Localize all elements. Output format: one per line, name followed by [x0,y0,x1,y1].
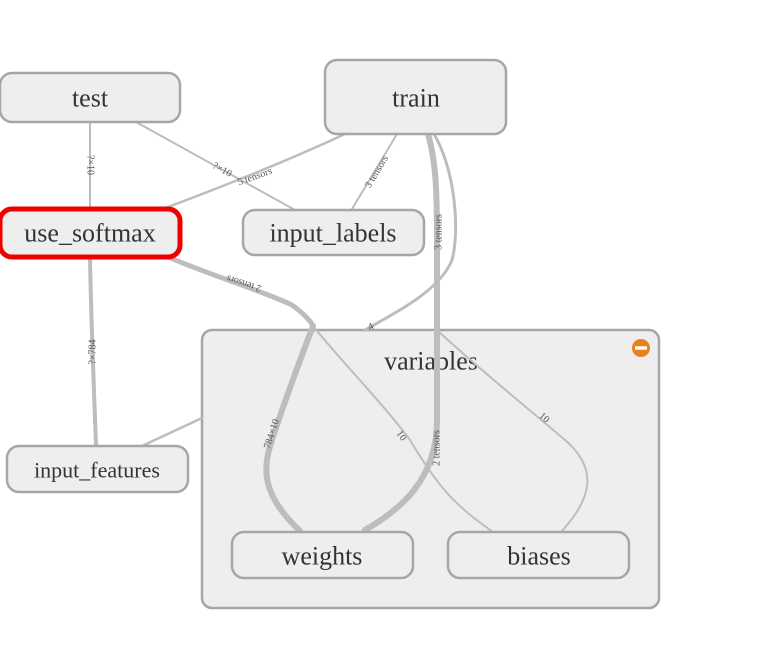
edge-variables-weights [263,323,316,534]
node-use-softmax-box[interactable] [0,206,183,260]
node-input-features-box[interactable] [5,444,190,494]
node-test-box[interactable] [0,71,182,124]
edge-use-softmax-input-features [88,255,98,447]
node-input-labels[interactable]: input_labels [241,208,426,257]
edge-label-train-variables: 3 tensors [434,214,445,250]
edge-train-weights [362,131,441,533]
collapse-icon[interactable] [632,339,650,357]
node-biases[interactable]: biases [446,530,631,580]
edge-train-variables [363,132,458,332]
edge-label-test-use-softmax: ?×10 [85,155,96,175]
edge-label-use-softmax-input-features: ?×784 [88,339,99,364]
node-use-softmax[interactable]: use_softmax [0,206,183,260]
edge-label-train-variables-marker: 4 [366,321,376,333]
edge-label-use-softmax-variables: 2 tensors [225,272,263,294]
edges [88,121,589,534]
edge-train-use-softmax [166,132,347,209]
node-weights-box[interactable] [230,530,415,580]
edge-label-train-use-softmax: 5 tensors [236,166,274,189]
node-input-features[interactable]: input_features [5,444,190,494]
node-biases-box[interactable] [446,530,631,580]
edge-test-input-labels [135,121,296,211]
edge-train-input-labels [351,133,398,210]
edge-label-train-input-labels: 3 tensors [363,154,391,190]
edge-variables-biases-a [312,325,494,533]
node-test[interactable]: test [0,71,182,124]
edge-variables-input-features [140,416,204,448]
node-train[interactable]: train [323,58,508,136]
edge-use-softmax-variables [165,254,316,329]
edge-label-test-input-labels: ?×10 [211,160,234,179]
edge-label-train-weights: 2 tensors [432,430,443,466]
node-weights[interactable]: weights [230,530,415,580]
node-input-labels-box[interactable] [241,208,426,257]
node-train-box[interactable] [323,58,508,136]
edge-variables-biases-b [436,329,589,532]
